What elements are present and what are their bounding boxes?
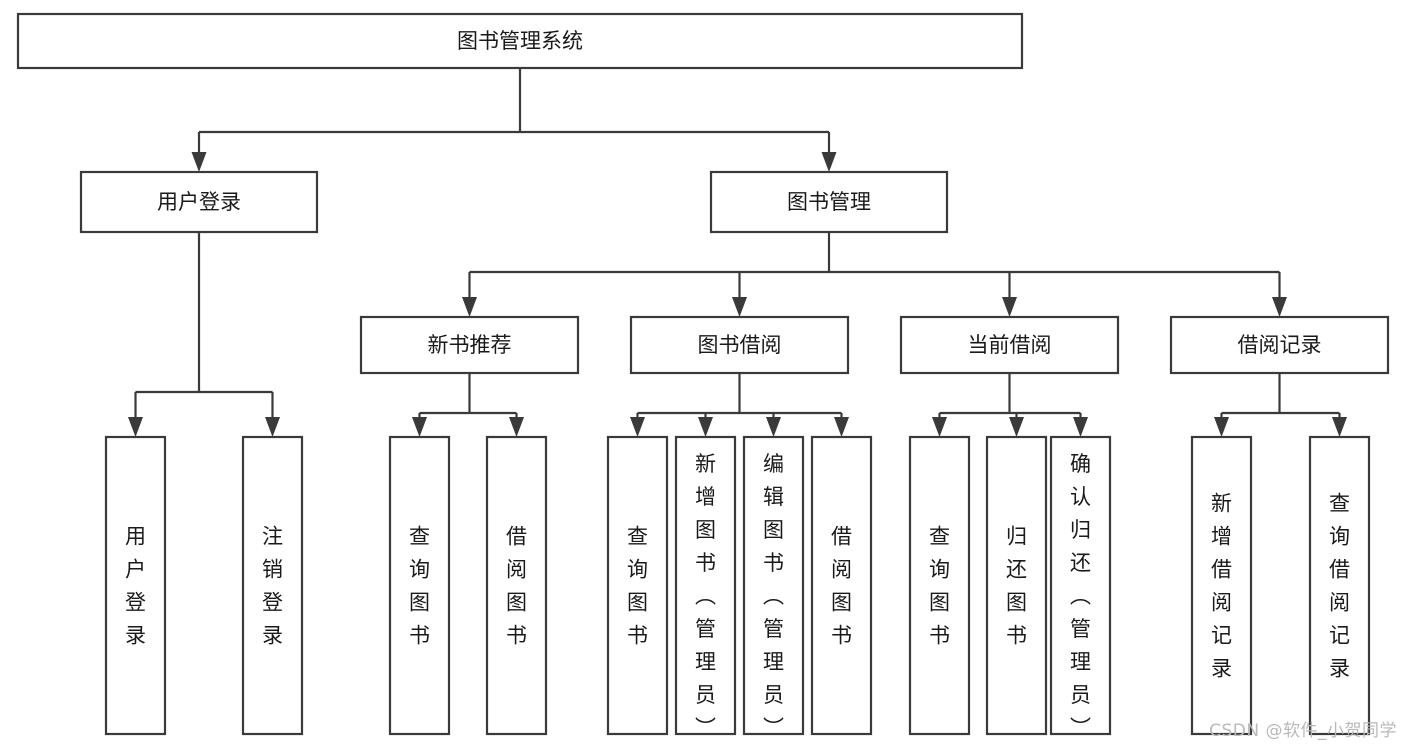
node-leaf-borrow-borrow-book[interactable]: 借阅图书 — [810, 435, 873, 736]
node-book-manage-box — [709, 170, 949, 234]
node-leaf-borrow-query-book-box — [606, 435, 669, 736]
node-leaf-rec-borrow-book-label: 借阅图书 — [506, 524, 527, 647]
node-leaf-borrow-add-book[interactable]: 新增图书︵管理员︶ — [674, 435, 737, 740]
node-leaf-borrow-add-book-box — [674, 435, 737, 736]
node-root-label: 图书管理系统 — [457, 29, 583, 53]
node-leaf-user-login-label: 用户登录 — [125, 524, 146, 647]
node-leaf-borrow-query-book[interactable]: 查询图书 — [606, 435, 669, 736]
node-leaf-rec-query-record[interactable]: 查询借阅记录 — [1308, 435, 1371, 736]
node-leaf-rec-borrow-book-box — [485, 435, 548, 736]
level3-2-to-leaves-arrow-1 — [1009, 417, 1024, 437]
node-new-book-recommend-label: 新书推荐 — [428, 333, 512, 357]
level3-1-to-leaves-arrow-2 — [766, 417, 781, 437]
node-leaf-borrow-edit-book[interactable]: 编辑图书︵管理员︶ — [742, 435, 805, 740]
node-borrow-record-box — [1169, 315, 1390, 375]
node-leaf-cur-query-book-box — [908, 435, 971, 736]
node-leaf-rec-query-record-box — [1308, 435, 1371, 736]
node-layer: 图书管理系统用户登录图书管理新书推荐图书借阅当前借阅借阅记录用户登录注销登录查询… — [16, 12, 1390, 740]
bookmanage-to-level3-arrow-1 — [732, 297, 747, 317]
node-leaf-cur-query-book-label: 查询图书 — [929, 524, 950, 647]
node-leaf-rec-query-book-label: 查询图书 — [409, 524, 430, 647]
node-book-borrow-box — [629, 315, 850, 375]
level3-2-to-leaves-arrow-2 — [1073, 417, 1088, 437]
node-leaf-user-login[interactable]: 用户登录 — [104, 435, 167, 736]
node-current-borrow-box — [899, 315, 1120, 375]
node-leaf-rec-query-book-box — [388, 435, 451, 736]
node-leaf-rec-borrow-book[interactable]: 借阅图书 — [485, 435, 548, 736]
userlogin-to-leaves-arrow-0 — [128, 417, 143, 437]
node-leaf-cur-confirm-return-label: 确认归还︵管理员︶ — [1070, 452, 1091, 740]
level3-2-to-leaves-arrow-0 — [932, 417, 947, 437]
node-new-book-recommend-box — [359, 315, 580, 375]
node-user-login-label: 用户登录 — [157, 190, 241, 214]
node-leaf-cur-confirm-return[interactable]: 确认归还︵管理员︶ — [1049, 435, 1112, 740]
node-leaf-cur-confirm-return-box — [1049, 435, 1112, 736]
node-leaf-borrow-add-book-label: 新增图书︵管理员︶ — [695, 452, 716, 740]
node-root[interactable]: 图书管理系统 — [16, 12, 1024, 70]
node-leaf-cur-query-book[interactable]: 查询图书 — [908, 435, 971, 736]
node-user-login-box — [79, 170, 319, 234]
node-root-box — [16, 12, 1024, 70]
node-current-borrow[interactable]: 当前借阅 — [899, 315, 1120, 375]
node-leaf-rec-add-record-box — [1190, 435, 1253, 736]
bookmanage-to-level3-arrow-2 — [1002, 297, 1017, 317]
level3-1-to-leaves-arrow-1 — [698, 417, 713, 437]
bookmanage-to-level3-arrow-3 — [1272, 297, 1287, 317]
level3-0-to-leaves-arrow-1 — [509, 417, 524, 437]
node-book-manage[interactable]: 图书管理 — [709, 170, 949, 234]
node-leaf-user-logout-box — [241, 435, 304, 736]
node-leaf-rec-query-record-label: 查询借阅记录 — [1329, 491, 1350, 680]
node-borrow-record-label: 借阅记录 — [1238, 333, 1322, 357]
level3-3-to-leaves-arrow-0 — [1214, 417, 1229, 437]
node-book-borrow[interactable]: 图书借阅 — [629, 315, 850, 375]
level3-3-to-leaves-arrow-1 — [1332, 417, 1347, 437]
node-current-borrow-label: 当前借阅 — [968, 333, 1052, 357]
node-leaf-borrow-borrow-book-label: 借阅图书 — [831, 524, 852, 647]
node-leaf-user-logout-label: 注销登录 — [262, 524, 283, 647]
node-leaf-rec-add-record[interactable]: 新增借阅记录 — [1190, 435, 1253, 736]
level3-1-to-leaves-arrow-0 — [630, 417, 645, 437]
node-user-login[interactable]: 用户登录 — [79, 170, 319, 234]
node-leaf-cur-return-book-label: 归还图书 — [1006, 524, 1027, 647]
level3-1-to-leaves-arrow-3 — [834, 417, 849, 437]
level3-0-to-leaves-arrow-0 — [412, 417, 427, 437]
node-leaf-user-login-box — [104, 435, 167, 736]
node-leaf-rec-query-book[interactable]: 查询图书 — [388, 435, 451, 736]
node-leaf-borrow-edit-book-label: 编辑图书︵管理员︶ — [763, 452, 784, 740]
node-book-manage-label: 图书管理 — [787, 190, 871, 214]
root-to-level2-arrow-1 — [821, 152, 837, 172]
node-leaf-rec-add-record-label: 新增借阅记录 — [1211, 491, 1232, 680]
userlogin-to-leaves-arrow-1 — [265, 417, 280, 437]
node-leaf-cur-return-book-box — [985, 435, 1048, 736]
connector-layer — [128, 68, 1347, 437]
root-to-level2-arrow-0 — [191, 152, 207, 172]
node-leaf-borrow-edit-book-box — [742, 435, 805, 736]
node-new-book-recommend[interactable]: 新书推荐 — [359, 315, 580, 375]
bookmanage-to-level3-arrow-0 — [462, 297, 477, 317]
node-leaf-borrow-query-book-label: 查询图书 — [627, 524, 648, 647]
node-leaf-cur-return-book[interactable]: 归还图书 — [985, 435, 1048, 736]
node-leaf-borrow-borrow-book-box — [810, 435, 873, 736]
node-leaf-user-logout[interactable]: 注销登录 — [241, 435, 304, 736]
node-book-borrow-label: 图书借阅 — [698, 333, 782, 357]
node-borrow-record[interactable]: 借阅记录 — [1169, 315, 1390, 375]
